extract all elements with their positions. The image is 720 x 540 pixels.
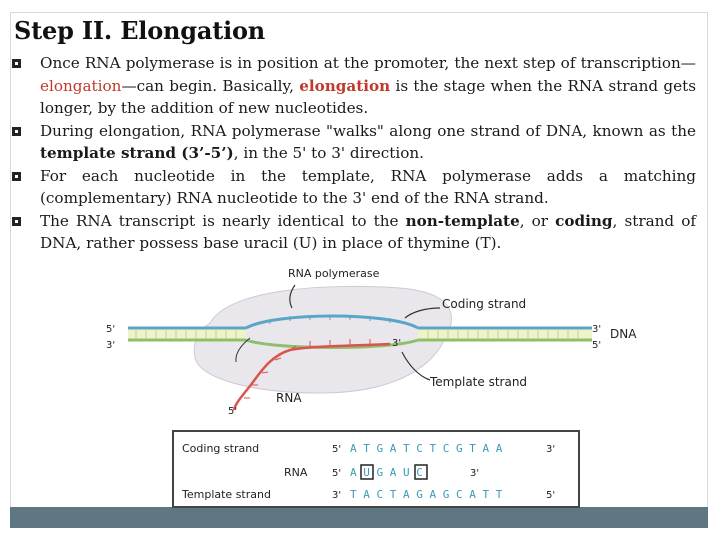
template-strand-label: Template strand xyxy=(429,375,527,389)
rna-row-end: 3' xyxy=(470,468,479,479)
right-bottom-end-label: 5' xyxy=(592,340,601,351)
bullet-square-icon xyxy=(12,126,21,136)
sequence-table: Coding strand 5' A T G A T C T C G T A A… xyxy=(172,430,580,508)
bullet-text: is the stage when the RNA strand gets lo… xyxy=(40,76,696,118)
rna-pointer xyxy=(235,337,251,363)
dna-double-helix xyxy=(128,314,592,349)
uracil-highlight-box xyxy=(360,464,374,480)
rna-growing-end-label: 3' xyxy=(392,338,401,349)
right-top-end-label: 3' xyxy=(592,324,601,335)
coding-strand-label: Coding strand xyxy=(442,297,526,311)
coding-row-sequence: A T G A T C T C G T A A xyxy=(350,442,503,455)
bullet-text: Once RNA polymerase is in position at th… xyxy=(40,54,696,72)
rna-polymerase-label: RNA polymerase xyxy=(288,268,380,280)
rna-polymerase-shape xyxy=(193,285,452,394)
polymerase-pointer xyxy=(289,284,296,309)
bullet-bold: non-template xyxy=(405,211,520,230)
rna-row-label: RNA xyxy=(284,466,308,479)
bullet-text: For each nucleotide in the template, RNA… xyxy=(40,166,696,208)
template-row-label: Template strand xyxy=(181,488,271,501)
bullet-item: The RNA transcript is nearly identical t… xyxy=(12,210,696,255)
rna-row-sequence: A U G A U C xyxy=(350,466,423,479)
slide-title: Step II. Elongation xyxy=(14,16,266,45)
left-top-end-label: 5' xyxy=(106,324,115,335)
uracil-highlight-box xyxy=(414,464,428,480)
bullet-square-icon xyxy=(12,216,21,226)
bullet-text: , in the 5' to 3' direction. xyxy=(233,144,424,162)
bullet-text: , strand of DNA, rather possess base ura… xyxy=(40,211,696,253)
coding-row-start: 5' xyxy=(332,444,341,455)
dna-label: DNA xyxy=(610,327,637,341)
bullet-list: Once RNA polymerase is in position at th… xyxy=(12,52,696,255)
bullet-text: The RNA transcript is nearly identical t… xyxy=(40,211,406,230)
rna-row-start: 5' xyxy=(332,468,341,479)
sequence-table-graphic: Coding strand 5' A T G A T C T C G T A A… xyxy=(181,442,555,501)
template-row-sequence: T A C T A G A G C A T T xyxy=(350,488,503,501)
template-row-end: 5' xyxy=(546,490,555,501)
rna-strand xyxy=(232,342,391,411)
rna-start-end-label: 5' xyxy=(228,406,237,417)
bullet-bold: template strand (3’-5’) xyxy=(40,144,234,162)
elongation-diagram: RNA polymerase Coding strand Template st… xyxy=(106,268,637,417)
template-row-start: 3' xyxy=(332,490,341,501)
coding-pointer xyxy=(404,307,441,319)
bullet-item: During elongation, RNA polymerase "walks… xyxy=(12,120,696,165)
rna-label: RNA xyxy=(276,391,302,405)
bullet-text: , or xyxy=(519,211,556,230)
bullet-highlight: elongation xyxy=(299,76,391,95)
coding-row-end: 3' xyxy=(546,444,555,455)
bullet-square-icon xyxy=(12,59,21,68)
bullet-text: During elongation, RNA polymerase "walks… xyxy=(40,121,696,140)
bullet-bold: coding xyxy=(555,211,613,230)
slide-footer-band xyxy=(10,507,708,528)
template-pointer xyxy=(401,351,431,381)
bullet-square-icon xyxy=(12,171,21,181)
bullet-highlight: elongation xyxy=(40,76,122,95)
bullet-text: —can begin. Basically, xyxy=(121,76,300,95)
left-bottom-end-label: 3' xyxy=(106,340,115,351)
coding-row-label: Coding strand xyxy=(182,442,259,455)
bullet-item: For each nucleotide in the template, RNA… xyxy=(12,165,696,210)
bullet-item: Once RNA polymerase is in position at th… xyxy=(12,52,696,120)
